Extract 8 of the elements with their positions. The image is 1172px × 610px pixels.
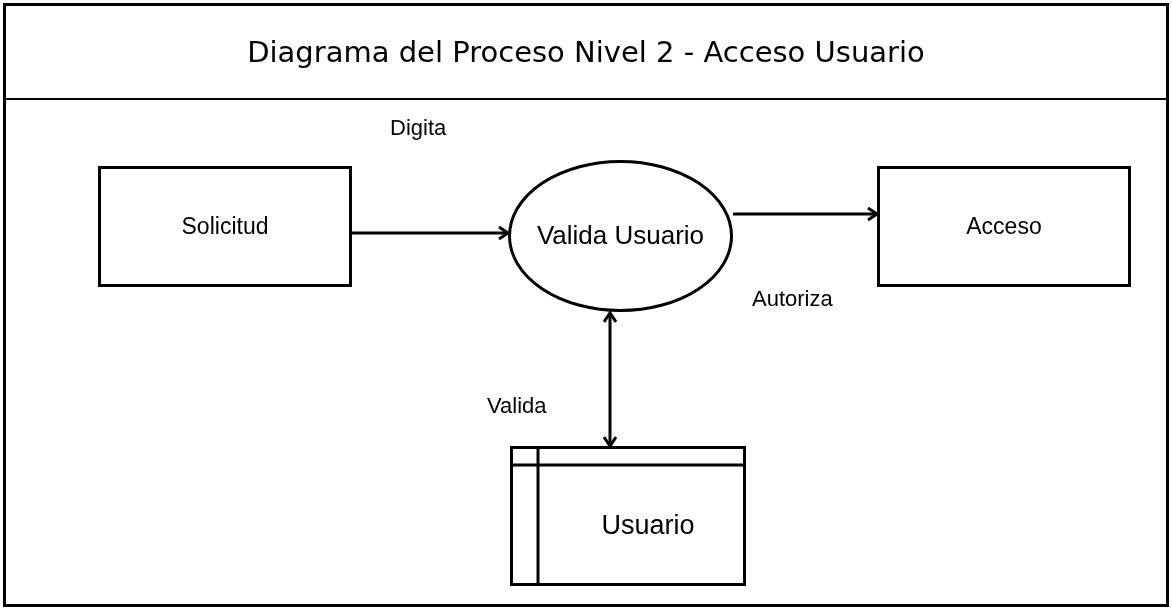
- node-label: Usuario: [601, 508, 695, 542]
- node-label: Valida Usuario: [536, 220, 705, 252]
- arrow: [352, 225, 510, 241]
- arrow: [602, 311, 618, 448]
- node-label: Solicitud: [181, 212, 269, 241]
- arrow: [732, 206, 879, 222]
- title: Diagrama del Proceso Nivel 2 - Acceso Usuario: [247, 35, 925, 69]
- node-label: Acceso: [966, 212, 1042, 241]
